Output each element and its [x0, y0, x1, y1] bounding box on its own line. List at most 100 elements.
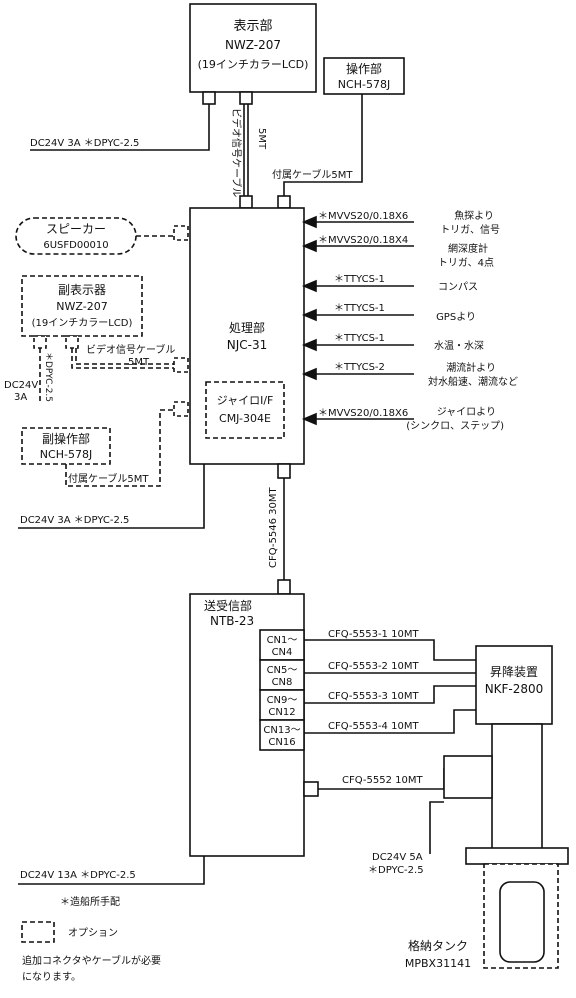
video-cable-length: 5MT — [256, 128, 267, 150]
display-unit-size: (19インチカラーLCD) — [198, 58, 309, 71]
display-unit-model: NWZ-207 — [225, 38, 281, 52]
video-cable-label: ビデオ信号ケーブル — [230, 108, 243, 197]
control-unit-name: 操作部 — [346, 61, 382, 76]
sub-video-cable-label: ビデオ信号ケーブル — [86, 343, 175, 356]
processor-connector-bottom — [277, 463, 291, 479]
input-cable-4: ＊TTYCS-1 — [334, 303, 385, 314]
legend-option: オプション — [68, 927, 118, 939]
cn-box-2 — [259, 659, 305, 691]
cn-2-line2: CN8 — [272, 677, 293, 688]
sub-display-name: 副表示器 — [58, 283, 106, 297]
sub-control-name: 副操作部 — [42, 431, 90, 446]
attached-cable-label: 付属ケーブル5MT — [272, 168, 353, 181]
input-cable-3: ＊TTYCS-1 — [334, 274, 385, 285]
cn-3-line1: CN9～ — [267, 695, 298, 706]
cn-3-line2: CN12 — [268, 707, 295, 718]
hoist-flange — [465, 847, 569, 865]
cn-box-1 — [259, 629, 305, 661]
speaker-model: 6USFD00010 — [43, 240, 108, 251]
sub-control-box — [21, 427, 111, 465]
cn-2-cable: CFQ-5553-2 10MT — [328, 661, 419, 672]
display-unit-name: 表示部 — [233, 19, 272, 34]
input-source-2a: 網深度計 — [448, 242, 488, 255]
input-source-1b: トリガ、信号 — [440, 224, 500, 236]
processor-name: 処理部 — [229, 320, 265, 335]
cn-4-line1: CN13～ — [263, 725, 300, 736]
input-source-5: 水温・水深 — [434, 340, 484, 352]
input-cable-6: ＊TTYCS-2 — [334, 362, 385, 373]
input-source-7b: (シンクロ、ステップ) — [406, 420, 504, 432]
processor-connector-subvideo — [173, 357, 189, 373]
sub-display-size: (19インチカラーLCD) — [32, 317, 133, 329]
sub-control-model: NCH-578J — [40, 448, 92, 461]
display-connector-right — [239, 91, 253, 105]
transceiver-name: 送受信部 — [204, 598, 252, 613]
tank-body — [499, 881, 545, 963]
sub-display-box — [21, 275, 143, 337]
transceiver-connector-top — [277, 579, 291, 595]
speaker-connector — [173, 225, 189, 241]
power-processor-label: DC24V 3A ＊DPYC-2.5 — [20, 515, 129, 526]
display-unit-box — [189, 3, 317, 93]
input-source-2b: トリガ、4点 — [438, 257, 494, 269]
cn-box-4 — [259, 719, 305, 751]
sub-power-line1: DC24V — [4, 380, 38, 391]
cn-4-cable: CFQ-5553-4 10MT — [328, 721, 419, 732]
processor-connector-subcontrol — [173, 401, 189, 417]
gyro-if-name: ジャイロI/F — [217, 394, 274, 407]
input-cable-2: ＊MVVS20/0.18X4 — [318, 235, 408, 246]
sub-display-connector-1 — [33, 335, 47, 349]
input-source-6a: 潮流計より — [446, 361, 496, 374]
input-cable-5: ＊TTYCS-1 — [334, 333, 385, 344]
speaker-name: スピーカー — [46, 222, 106, 236]
gyro-if-box — [205, 381, 285, 439]
power-hoist-line2: ＊DPYC-2.5 — [368, 865, 424, 876]
cn-4-line2: CN16 — [268, 737, 295, 748]
sub-display-connector-2 — [65, 335, 79, 349]
hoist-shaft — [491, 723, 543, 851]
transceiver-model: NTB-23 — [210, 614, 254, 628]
input-source-7a: ジャイロより — [437, 406, 496, 418]
display-connector-left — [202, 91, 216, 105]
cn-1-cable: CFQ-5553-1 10MT — [328, 629, 419, 640]
control-unit-box — [323, 57, 405, 95]
processor-connector-video — [239, 195, 253, 209]
link-cable-label: CFQ-5546 30MT — [268, 487, 279, 568]
sub-power-cable: ＊DPYC-2.5 — [43, 352, 53, 402]
legend-option-box — [21, 921, 55, 943]
input-cable-7: ＊MVVS20/0.18X6 — [318, 408, 408, 419]
input-cable-1: ＊MVVS20/0.18X6 — [318, 211, 408, 222]
power-hoist-line1: DC24V 5A — [372, 852, 423, 863]
hoist-name: 昇降装置 — [490, 665, 538, 679]
processor-connector-control — [277, 195, 291, 209]
processor-model: NJC-31 — [227, 338, 268, 352]
sub-display-model: NWZ-207 — [56, 300, 107, 313]
input-source-3: コンパス — [438, 281, 478, 293]
sub-power-line2: 3A — [14, 392, 27, 403]
sub-attached-cable-label: 付属ケーブル5MT — [68, 472, 149, 485]
power-transceiver-label: DC24V 13A ＊DPYC-2.5 — [20, 870, 136, 881]
input-source-6b: 対水船速、潮流など — [428, 375, 518, 388]
cn-box-3 — [259, 689, 305, 721]
cn-1-line2: CN4 — [272, 647, 293, 658]
input-source-1a: 魚探より — [454, 209, 494, 222]
legend-note-1: 追加コネクタやケーブルが必要 — [22, 954, 161, 967]
cable-5552-label: CFQ-5552 10MT — [342, 775, 423, 786]
legend-shipyard: ＊造船所手配 — [60, 895, 120, 908]
control-unit-model: NCH-578J — [338, 78, 390, 91]
input-source-4: GPSより — [436, 311, 476, 323]
legend-note-2: になります。 — [22, 971, 81, 983]
cn-2-line1: CN5～ — [267, 665, 298, 676]
power-display-label: DC24V 3A ＊DPYC-2.5 — [30, 138, 139, 149]
cn-3-cable: CFQ-5553-3 10MT — [328, 691, 419, 702]
sub-video-cable-length: 5MT — [128, 357, 150, 368]
cn-1-line1: CN1～ — [267, 635, 298, 646]
tank-name: 格納タンク — [408, 938, 468, 953]
tank-model: MPBX31141 — [405, 957, 471, 970]
hoist-motor — [443, 755, 493, 799]
hoist-model: NKF-2800 — [485, 682, 544, 696]
gyro-if-model: CMJ-304E — [219, 412, 271, 425]
transceiver-connector-5552 — [303, 781, 319, 797]
hoist-box — [475, 645, 553, 725]
